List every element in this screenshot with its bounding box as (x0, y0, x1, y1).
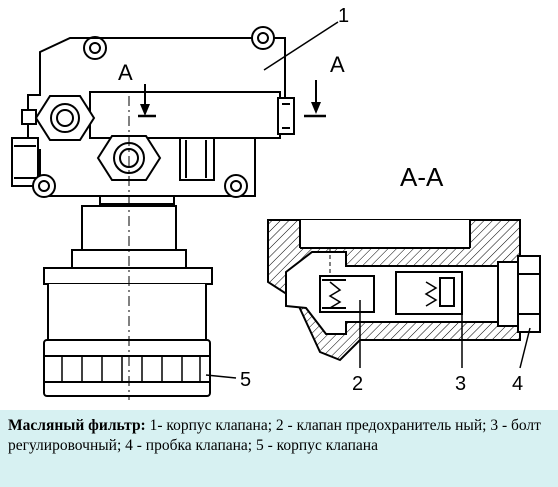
filter-assembly-view (11, 21, 339, 400)
caption-text: 1- корпус клапана; 2 - клапан предохрани… (8, 417, 541, 454)
bolt-top-left (83, 36, 107, 60)
label-part-3: 3 (455, 373, 466, 395)
bolt-bottom-right (224, 174, 248, 198)
caption-title: Масляный фильтр: (8, 417, 146, 434)
oil-filter-drawing: 1 A A A-A 2 3 4 5 (11, 5, 541, 400)
label-part-2: 2 (352, 373, 363, 395)
bolt-bottom-left (32, 174, 56, 198)
label-part-5: 5 (240, 369, 251, 391)
bolt-top-right (251, 26, 275, 50)
label-section-title: A-A (400, 162, 444, 192)
label-section-a-right: A (330, 52, 345, 77)
section-a-a-view (267, 219, 541, 369)
label-part-1: 1 (338, 5, 349, 27)
figure-caption: Масляный фильтр: 1- корпус клапана; 2 - … (0, 410, 558, 487)
label-section-a-left: A (118, 60, 133, 85)
label-part-4: 4 (512, 373, 523, 395)
